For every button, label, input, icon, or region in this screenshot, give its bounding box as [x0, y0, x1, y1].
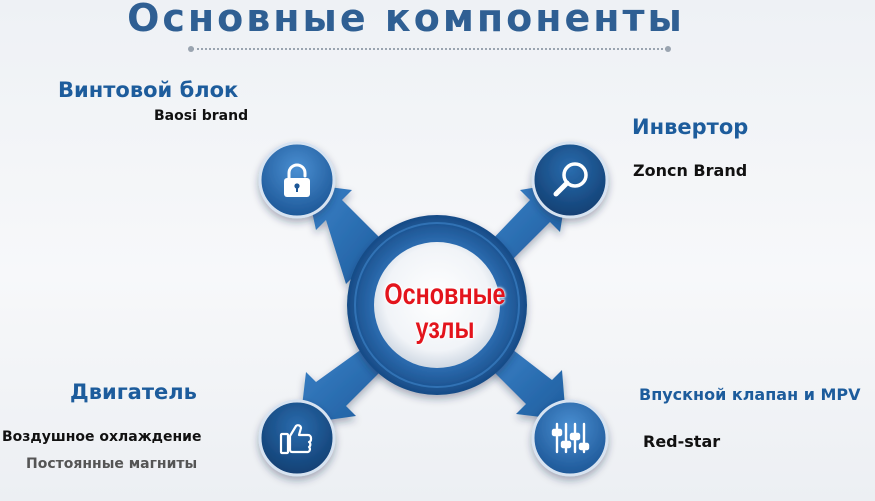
title-divider [188, 46, 671, 52]
inverter-node [531, 141, 609, 219]
arrow-to-motor [300, 346, 386, 424]
page-title: Основные компоненты [127, 0, 685, 40]
arrow-to-valve [488, 346, 566, 420]
screw-block-heading: Винтовой блок [58, 78, 239, 102]
valve-node [531, 399, 609, 477]
inverter-heading: Инвертор [632, 115, 749, 139]
hub-label-line1: Основные [384, 278, 506, 311]
search-icon [553, 162, 588, 197]
motor-heading: Двигатель [70, 380, 197, 404]
hub-label-line2: узлы [415, 312, 475, 345]
valve-brand: Red-star [643, 432, 721, 451]
inverter-brand: Zoncn Brand [633, 161, 748, 180]
sliders-icon [551, 422, 590, 454]
screw-block-node [258, 141, 336, 219]
screw-block-brand: Baosi brand [154, 108, 249, 124]
motor-cooling: Воздушное охлаждение [2, 429, 202, 445]
motor-magnets: Постоянные магниты [26, 456, 198, 472]
central-hub [347, 215, 527, 395]
thumbs-up-icon [279, 424, 313, 455]
hub-label: Основные узлы [379, 278, 512, 346]
valve-heading: Впускной клапан и MPV [639, 385, 861, 404]
motor-node [258, 399, 336, 477]
lock-icon [284, 163, 310, 197]
